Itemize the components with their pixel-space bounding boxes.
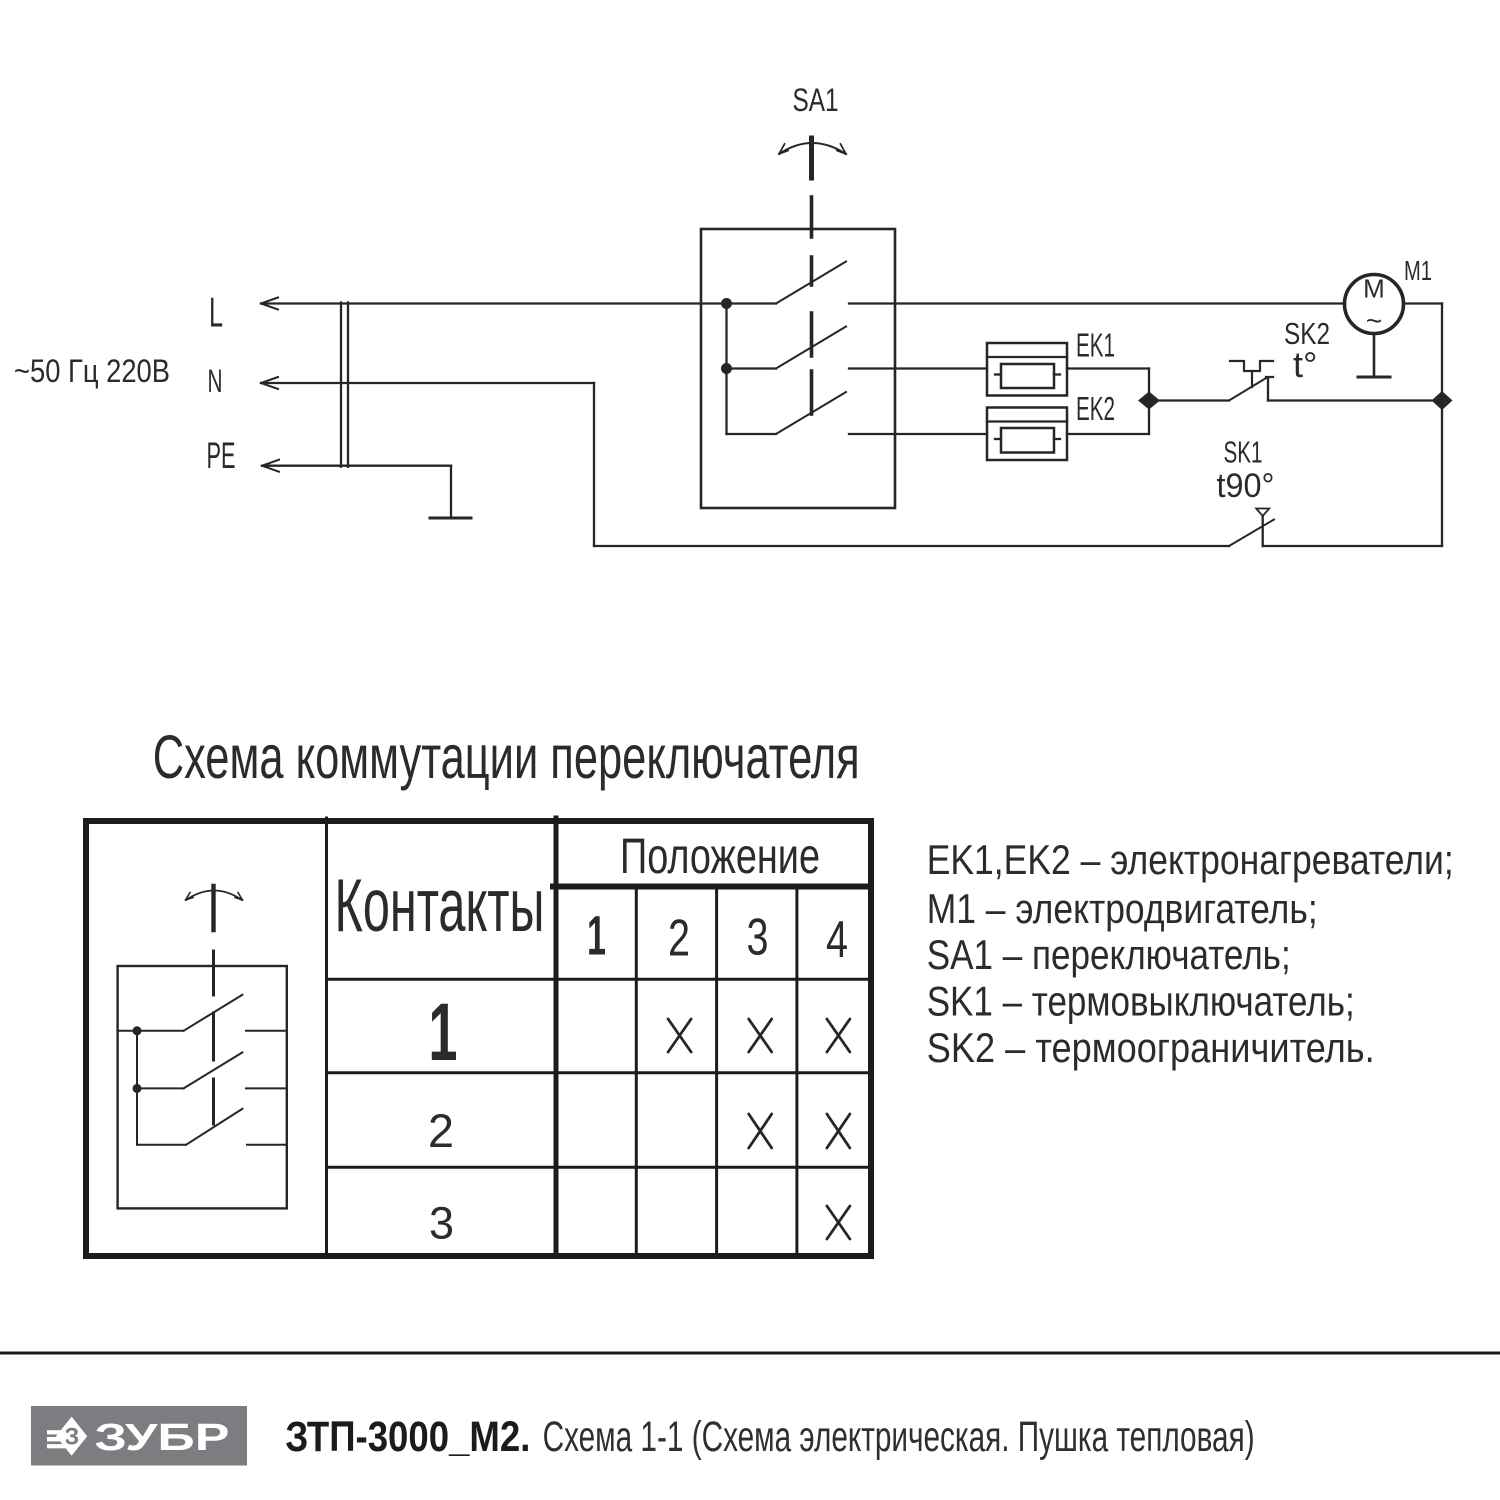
svg-text:t°: t° xyxy=(1293,344,1317,385)
svg-text:ЗТП-3000_М2.: ЗТП-3000_М2. xyxy=(285,1413,530,1461)
svg-text:3: 3 xyxy=(747,909,769,967)
svg-text:3: 3 xyxy=(429,1198,454,1249)
svg-text:2: 2 xyxy=(428,1104,454,1157)
svg-text:SA1: SA1 xyxy=(793,82,839,118)
svg-text:SK1 – термовыключатель;: SK1 – термовыключатель; xyxy=(927,978,1355,1025)
svg-text:SK2: SK2 xyxy=(1284,316,1330,351)
svg-text:Положение: Положение xyxy=(620,828,820,884)
svg-text:2: 2 xyxy=(668,910,690,968)
svg-text:EK1,EK2 – электронагреватели;: EK1,EK2 – электронагреватели; xyxy=(927,836,1454,883)
svg-text:M: M xyxy=(1363,274,1385,304)
svg-text:EK1: EK1 xyxy=(1076,327,1115,364)
svg-text:SA1 – переключатель;: SA1 – переключатель; xyxy=(927,931,1291,978)
svg-text:L: L xyxy=(209,289,223,336)
svg-text:t90°: t90° xyxy=(1217,467,1275,505)
svg-text:З: З xyxy=(64,1424,79,1451)
svg-text:~50 Гц 220В: ~50 Гц 220В xyxy=(14,353,170,389)
svg-text:SK1: SK1 xyxy=(1224,435,1263,470)
svg-text:4: 4 xyxy=(826,911,848,969)
svg-text:1: 1 xyxy=(429,987,458,1078)
svg-text:M1: M1 xyxy=(1404,255,1432,286)
svg-text:1: 1 xyxy=(587,904,606,967)
svg-text:PE: PE xyxy=(207,435,236,476)
svg-text:EK2: EK2 xyxy=(1076,390,1115,427)
svg-text:Схема коммутации переключателя: Схема коммутации переключателя xyxy=(153,723,860,791)
svg-text:Контакты: Контакты xyxy=(335,863,545,947)
svg-text:M1 – электродвигатель;: M1 – электродвигатель; xyxy=(927,885,1318,932)
svg-text:ЗУБР: ЗУБР xyxy=(94,1417,229,1459)
svg-text:~: ~ xyxy=(1366,305,1382,336)
svg-text:Схема 1-1 (Схема электрическая: Схема 1-1 (Схема электрическая. Пушка те… xyxy=(543,1413,1255,1461)
svg-text:N: N xyxy=(208,363,223,399)
svg-text:SK2 – термоограничитель.: SK2 – термоограничитель. xyxy=(927,1024,1375,1071)
